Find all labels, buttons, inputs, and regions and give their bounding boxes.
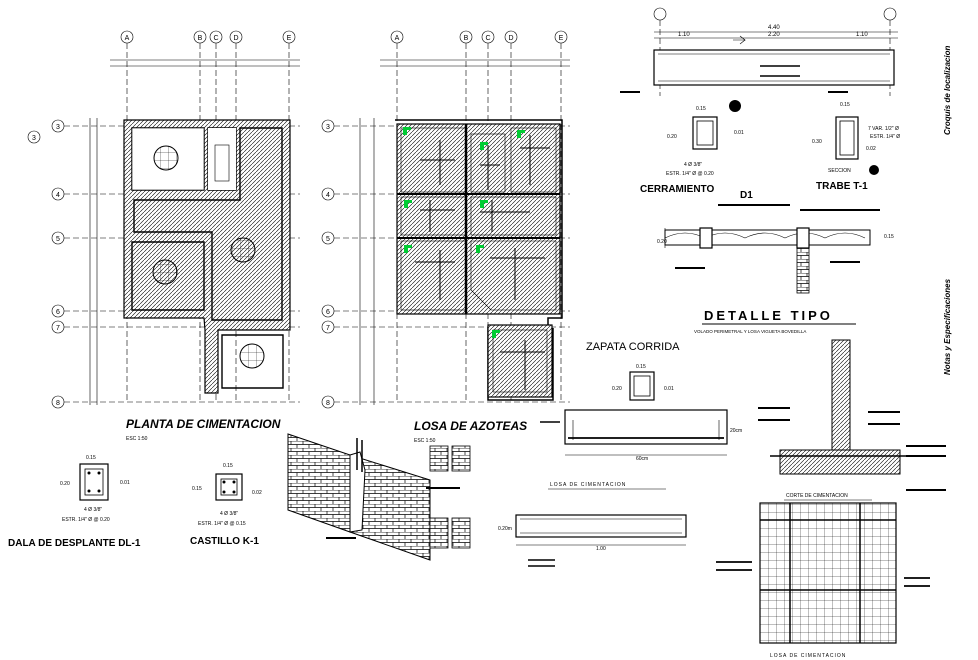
- axis-label: 3: [326, 124, 330, 131]
- castillo-height: 0.15: [192, 486, 202, 492]
- castillo-width: 0.15: [223, 463, 233, 469]
- beam-elevation: 4.40 1.10 2.20 1.10: [620, 7, 898, 112]
- dala-detail: 0.15 0.20 0.01 4 Ø 3/8" ESTR. 1/4" Ø @ 0…: [8, 455, 141, 549]
- trabe-width: 0.15: [840, 102, 850, 108]
- trabe-section-label: SECCION: [828, 168, 851, 174]
- dala-title: DALA DE DESPLANTE DL-1: [8, 538, 141, 549]
- cerramiento-height: 0.20: [667, 134, 677, 140]
- foundation-plan-scale: ESC 1:50: [126, 436, 148, 442]
- trabe-detail: 0.15 0.30 7 VAR. 1/2" Ø ESTR. 1/4" Ø 0.0…: [812, 102, 900, 192]
- zapata-width: 60cm: [636, 456, 648, 462]
- losa-section-label: LOSA DE CIMENTACION: [550, 482, 626, 488]
- axis-label: 6: [326, 309, 330, 316]
- beam-right-length: 1.10: [856, 32, 868, 38]
- trabe-title: TRABE T-1: [816, 181, 868, 192]
- axis-label: 3: [32, 135, 36, 142]
- foundation-plan-title: PLANTA DE CIMENTACION: [126, 417, 281, 431]
- detalle-thickness: 0.20: [657, 239, 667, 245]
- dala-height: 0.20: [60, 481, 70, 487]
- side-note-croquis: Croquis de localizacion: [943, 46, 952, 135]
- axis-label: D: [508, 35, 513, 42]
- axis-label: 5: [56, 236, 60, 243]
- axis-label: 8: [326, 400, 330, 407]
- cerramiento-stirrup: ESTR. 1/4" Ø @ 0.20: [666, 171, 714, 177]
- slab-reinforcement-marks: [415, 135, 550, 390]
- axis-label: 4: [56, 192, 60, 199]
- axis-label: 8: [56, 400, 60, 407]
- side-note-notas: Notas y Especificaciones: [943, 278, 952, 375]
- dala-width: 0.15: [86, 455, 96, 461]
- footing-symbol: [152, 145, 265, 369]
- losa-grid-label: LOSA DE CIMENTACION: [770, 653, 846, 659]
- green-markers: [403, 127, 525, 338]
- castillo-stirrup: ESTR. 1/4" Ø @ 0.15: [198, 521, 246, 527]
- detalle-tipo: 0.20 0.15 DETALLE TIPO VOLADO PERIMETRAL…: [657, 204, 894, 334]
- zapata-inner-side: 0.01: [664, 386, 674, 392]
- axis-label: D: [233, 35, 238, 42]
- detalle-tipo-subtitle: VOLADO PERIMETRAL Y LOSA VIGUETA BOVEDIL…: [694, 329, 806, 334]
- axis-label: B: [464, 35, 469, 42]
- axis-label: 4: [326, 192, 330, 199]
- trabe-height: 0.30: [812, 139, 822, 145]
- axis-label: A: [395, 35, 400, 42]
- axis-label: E: [559, 35, 564, 42]
- axis-label: C: [213, 35, 218, 42]
- roof-plan-title: LOSA DE AZOTEAS: [414, 419, 527, 433]
- axis-label: A: [125, 35, 130, 42]
- dala-stirrup: ESTR. 1/4" Ø @ 0.20: [62, 517, 110, 523]
- castillo-detail: 0.15 0.15 0.02 4 Ø 3/8" ESTR. 1/4" Ø @ 0…: [190, 463, 262, 547]
- beam-left-length: 1.10: [678, 32, 690, 38]
- axis-label: 7: [56, 325, 60, 332]
- zapata-inner-width: 0.15: [636, 364, 646, 370]
- axis-label: 7: [326, 325, 330, 332]
- zapata-height: 20cm: [730, 428, 742, 434]
- zapata-title: ZAPATA CORRIDA: [586, 341, 680, 353]
- castillo-rebar: 4 Ø 3/8": [220, 511, 238, 517]
- axis-label: E: [287, 35, 292, 42]
- castillo-title: CASTILLO K-1: [190, 536, 259, 547]
- roof-plan-scale: ESC 1:50: [414, 438, 436, 444]
- cerramiento-rebar: 4 Ø 3/8": [684, 162, 702, 168]
- roof-slab-plan: A B C D E 3 4 5 6 7 8: [321, 30, 570, 444]
- trabe-side: 0.02: [866, 146, 876, 152]
- axis-label: C: [485, 35, 490, 42]
- axis-label: 6: [56, 309, 60, 316]
- losa-width: 1.00: [596, 546, 606, 552]
- dala-side: 0.01: [120, 480, 130, 486]
- trabe-stirrup: ESTR. 1/4" Ø: [870, 134, 900, 140]
- losa-cimentacion-section: LOSA DE CIMENTACION 0.20m 1.00: [498, 482, 687, 567]
- axis-label: 3: [56, 124, 60, 131]
- detalle-right-dim: 0.15: [884, 234, 894, 240]
- cerramiento-tag: D1: [740, 190, 753, 201]
- trabe-rebar: 7 VAR. 1/2" Ø: [868, 126, 899, 132]
- axis-label: 5: [326, 236, 330, 243]
- losa-cimentacion-grid: LOSA DE CIMENTACION: [716, 502, 930, 659]
- cerramiento-detail: 0.15 0.20 0.01 4 Ø 3/8" ESTR. 1/4" Ø @ 0…: [640, 106, 753, 201]
- corte-cimentacion-label: CORTE DE CIMENTACION: [786, 493, 848, 499]
- dala-rebar: 4 Ø 3/8": [84, 507, 102, 513]
- cerramiento-title: CERRAMIENTO: [640, 184, 714, 195]
- zapata-corrida: ZAPATA CORRIDA 0.15 0.20 0.01 60cm 20cm …: [540, 339, 946, 501]
- castillo-side: 0.02: [252, 490, 262, 496]
- beam-mid-length: 2.20: [768, 32, 780, 38]
- foundation-plan: A B C D E 3 3 4 5 6 7 8: [27, 30, 300, 442]
- detalle-tipo-title: DETALLE TIPO: [704, 308, 833, 323]
- cerramiento-side: 0.01: [734, 130, 744, 136]
- losa-thickness: 0.20m: [498, 526, 512, 532]
- brick-wall-isometric: [287, 433, 471, 561]
- cerramiento-width: 0.15: [696, 106, 706, 112]
- beam-total-length: 4.40: [768, 25, 780, 31]
- axis-label: B: [198, 35, 203, 42]
- zapata-inner-height: 0.20: [612, 386, 622, 392]
